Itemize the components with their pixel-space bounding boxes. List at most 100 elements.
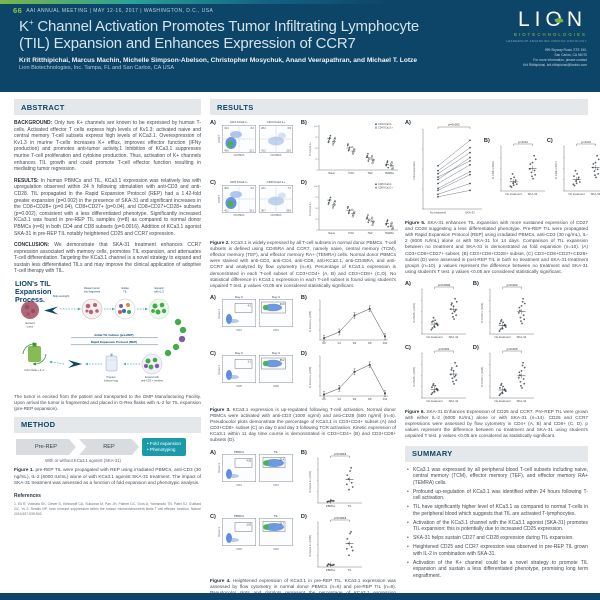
svg-text:0: 0 — [316, 230, 318, 232]
svg-text:75: 75 — [315, 137, 318, 139]
affiliation: Lion Biotechnologies, Inc. Tampa, FL and… — [19, 65, 175, 72]
plane-icon — [44, 306, 58, 315]
svg-text:TCM: TCM — [348, 231, 354, 235]
svg-text:TEF: TEF — [367, 231, 372, 235]
abstract-heading: ABSTRACT — [14, 99, 201, 115]
svg-text:D3: D3 — [353, 341, 357, 345]
method-heading: METHOD — [14, 416, 201, 433]
summary-bullet: Activation of the KCa3.1 channel with th… — [407, 520, 588, 533]
svg-text:% CCR7+ (CD8): % CCR7+ (CD8) — [480, 367, 484, 387]
summary-list: KCa3.1 was expressed by all peripheral b… — [407, 467, 588, 580]
figure3-caption: Figure 3. KCa3.1 expression is up-regula… — [210, 406, 396, 443]
contact-info: 999 Skyway Road, STE 150, San Carlos, CA… — [455, 48, 587, 68]
svg-text:29.8: 29.8 — [286, 210, 291, 212]
logo-subtitle: BIOTECHNOLOGIES — [513, 32, 587, 37]
svg-text:No treatment: No treatment — [568, 192, 584, 196]
svg-text:% CD25+ (CD4): % CD25+ (CD4) — [412, 303, 416, 323]
figure5-caption: Figure 5. SKA-31 enhances TIL expansion … — [405, 220, 589, 274]
svg-text:Naive: Naive — [328, 231, 335, 235]
expanding-cells-chain — [164, 318, 187, 357]
svg-text:100: 100 — [314, 186, 318, 188]
svg-text:4.29: 4.29 — [246, 460, 251, 463]
svg-text:% CD8+CD28+: % CD8+CD28+ — [491, 160, 495, 179]
left-column: ABSTRACT BACKGROUND: Only two K+ channel… — [14, 99, 201, 600]
svg-text:p=0.04: p=0.04 — [518, 140, 528, 144]
svg-text:Dissect tumor: Dissect tumor — [84, 286, 100, 290]
svg-text:6.9: 6.9 — [288, 127, 292, 129]
svg-text:tumor: tumor — [27, 325, 34, 329]
svg-text:SKA-31: SKA-31 — [449, 399, 459, 403]
svg-text:D0: D0 — [322, 397, 326, 401]
lion-logo: LION — [517, 8, 587, 31]
svg-text:Isolate: Isolate — [121, 286, 129, 290]
method-note: With or without KCa3.1 agonist (SKA-31) — [45, 458, 121, 464]
svg-text:Ship overnight: Ship overnight — [53, 294, 70, 298]
svg-text:p=0.04: p=0.04 — [581, 140, 591, 144]
summary-bullet: TIL have significantly higher level of K… — [407, 504, 588, 517]
figure2-caption: Figure 2. KCa3.1 is widely expressed by … — [210, 240, 396, 288]
svg-text:CD8 KCa3.1+: CD8 KCa3.1+ — [378, 186, 393, 189]
svg-text:25: 25 — [315, 159, 318, 161]
isolate-til-icon — [114, 298, 136, 320]
grex-flask-icon — [22, 342, 47, 366]
svg-text:Rapid Expansion Protocol (REP): Rapid Expansion Protocol (REP) — [91, 340, 137, 344]
contact-line: For more information, please contact — [533, 58, 587, 63]
svg-text:into fragments: into fragments — [84, 290, 101, 294]
svg-text:Expand with: Expand with — [145, 375, 160, 379]
meeting-info: AAI ANNUAL MEETING | MAY 12-16, 2017 | W… — [26, 8, 214, 14]
svg-text:30.6: 30.6 — [224, 187, 229, 189]
poster-title: K+ Channel Activation Promotes Tumor Inf… — [19, 18, 419, 53]
svg-text:No treatment: No treatment — [426, 335, 442, 339]
svg-text:p=0.001: p=0.001 — [438, 347, 449, 351]
tumor-fragments-icon — [81, 298, 103, 320]
svg-text:SKA-31: SKA-31 — [516, 399, 526, 403]
svg-text:3.62: 3.62 — [246, 524, 251, 527]
rep-chevron: REP — [79, 438, 139, 455]
svg-text:PBMCs: PBMCs — [326, 504, 336, 508]
svg-text:PBMCs: PBMCs — [326, 568, 336, 572]
lion-logo-block: LION BIOTECHNOLOGIES LEADERSHIP ADVANCIN… — [455, 9, 587, 68]
svg-text:% KCa3.1+ (CD8): % KCa3.1+ (CD8) — [308, 366, 312, 388]
til-process-caption: The tumor is excised from the patient an… — [14, 394, 201, 411]
svg-text:Prepare: Prepare — [106, 375, 116, 379]
references-heading: References — [14, 492, 41, 499]
svg-text:% CD25+ (CD8): % CD25+ (CD8) — [412, 367, 416, 387]
figure6-caption: Figure 6. SKA-31 Enhances Expression of … — [405, 408, 588, 439]
svg-text:38.7: 38.7 — [261, 210, 266, 212]
svg-text:No treatment: No treatment — [494, 399, 510, 403]
svg-text:45.6: 45.6 — [224, 150, 229, 152]
prerep-chevron: Pre-REP — [16, 438, 76, 455]
svg-text:75: 75 — [315, 197, 318, 199]
svg-text:50: 50 — [315, 208, 318, 210]
svg-text:SKA-31: SKA-31 — [465, 210, 475, 214]
summary-bullet: Heightened CD25 and CCR7 expression was … — [407, 544, 588, 557]
svg-text:SKA-31: SKA-31 — [449, 335, 459, 339]
svg-text:12.1: 12.1 — [249, 150, 254, 152]
svg-text:No treatment: No treatment — [426, 399, 442, 403]
abstract-background: BACKGROUND: Only two K+ channels are kno… — [14, 120, 201, 173]
svg-text:% KCa3.1+ (CD4): % KCa3.1+ (CD4) — [308, 471, 312, 493]
authors: Krit Ritthipichai, Marcus Machin, Michel… — [19, 56, 418, 64]
infusion-bag-icon — [105, 353, 118, 372]
svg-text:28.4: 28.4 — [261, 127, 266, 129]
svg-text:p=0.0016: p=0.0016 — [334, 515, 347, 519]
svg-text:D3: D3 — [353, 397, 357, 401]
svg-text:100: 100 — [314, 126, 318, 128]
svg-text:7.4: 7.4 — [288, 187, 292, 189]
svg-text:Expand: Expand — [155, 286, 164, 290]
poster-number: 66 — [13, 6, 23, 15]
